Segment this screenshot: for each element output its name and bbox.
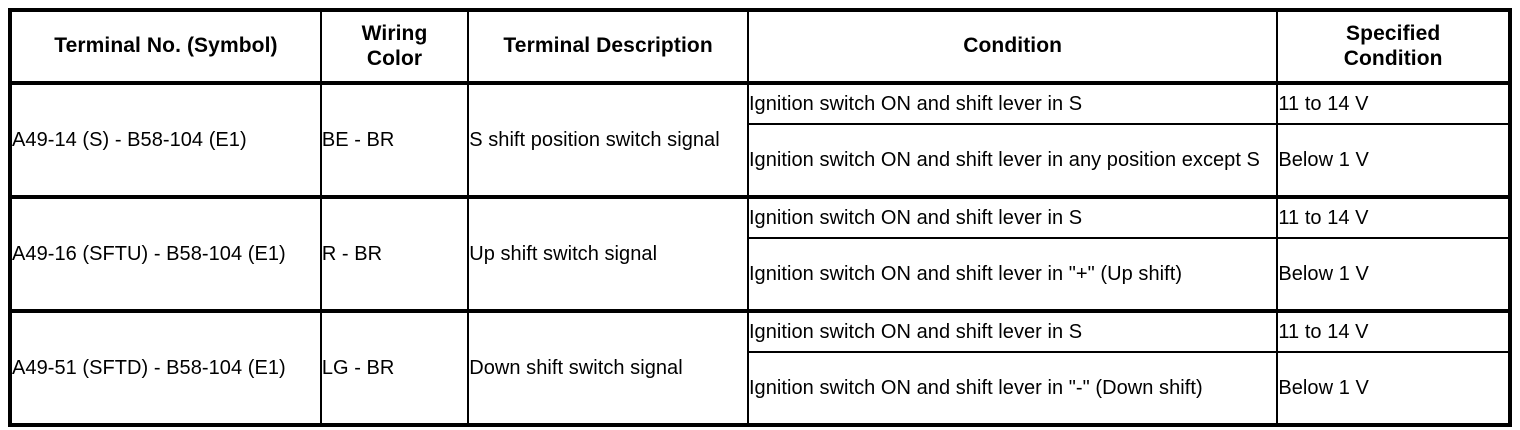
- column-header-wiring-color-line-2: Color: [366, 46, 423, 70]
- column-header-terminal-no: Terminal No. (Symbol): [9, 9, 322, 84]
- cell-wiring-color: LG - BR: [319, 309, 470, 426]
- table-row: Ignition switch ON and shift lever in "-…: [10, 351, 1511, 426]
- cell-condition: Ignition switch ON and shift lever in S: [746, 195, 1279, 239]
- column-header-terminal-description: Terminal Description: [467, 9, 749, 84]
- table-row: A49-14 (S) - B58-104 (E1) BE - BR S shif…: [9, 81, 1511, 198]
- column-header-specified-condition-line-2: Condition: [1343, 46, 1443, 70]
- cell-condition: Ignition switch ON and shift lever in S: [746, 81, 1279, 125]
- cell-specified-condition: 11 to 14 V: [1276, 81, 1511, 125]
- table-header: Terminal No. (Symbol) Wiring Color Termi…: [9, 9, 1511, 84]
- cell-terminal-no: A49-16 (SFTU) - B58-104 (E1): [9, 195, 322, 312]
- column-header-specified-condition-line-1: Specified: [1346, 22, 1441, 46]
- table-row: Ignition switch ON and shift lever in "+…: [10, 237, 1511, 312]
- terminal-specification-table: Terminal No. (Symbol) Wiring Color Termi…: [8, 8, 1512, 427]
- cell-specified-condition: Below 1 V: [1276, 123, 1511, 198]
- cell-specified-condition: 11 to 14 V: [1276, 309, 1511, 353]
- cell-specified-condition: 11 to 14 V: [1276, 195, 1511, 239]
- table-row: Ignition switch ON and shift lever in an…: [10, 123, 1511, 198]
- cell-wiring-color: BE - BR: [319, 81, 470, 198]
- table-row: A49-16 (SFTU) - B58-104 (E1) R - BR Up s…: [9, 195, 1511, 312]
- table-row: A49-51 (SFTD) - B58-104 (E1) LG - BR Dow…: [9, 309, 1511, 426]
- cell-terminal-description: Down shift switch signal: [467, 309, 749, 426]
- column-header-condition-line-1: Condition: [963, 34, 1063, 58]
- cell-terminal-description: S shift position switch signal: [467, 81, 749, 198]
- cell-condition: Ignition switch ON and shift lever in "-…: [746, 351, 1279, 426]
- cell-condition: Ignition switch ON and shift lever in "+…: [746, 237, 1279, 312]
- column-header-wiring-color: Wiring Color: [319, 9, 470, 84]
- header-row: Terminal No. (Symbol) Wiring Color Termi…: [9, 9, 1511, 84]
- cell-condition: Ignition switch ON and shift lever in S: [746, 309, 1279, 353]
- cell-terminal-description: Up shift switch signal: [467, 195, 749, 312]
- column-header-specified-condition: Specified Condition: [1276, 9, 1511, 84]
- column-header-terminal-description-line-1: Terminal Description: [503, 34, 713, 58]
- cell-terminal-no: A49-14 (S) - B58-104 (E1): [9, 81, 322, 198]
- cell-terminal-no: A49-51 (SFTD) - B58-104 (E1): [9, 309, 322, 426]
- cell-specified-condition: Below 1 V: [1276, 237, 1511, 312]
- cell-wiring-color: R - BR: [319, 195, 470, 312]
- cell-condition: Ignition switch ON and shift lever in an…: [746, 123, 1279, 198]
- column-header-wiring-color-line-1: Wiring: [361, 22, 428, 46]
- table-body: A49-14 (S) - B58-104 (E1) BE - BR S shif…: [9, 81, 1511, 426]
- column-header-terminal-no-line-1: Terminal No. (Symbol): [54, 34, 278, 58]
- cell-specified-condition: Below 1 V: [1276, 351, 1511, 426]
- column-header-condition: Condition: [746, 9, 1279, 84]
